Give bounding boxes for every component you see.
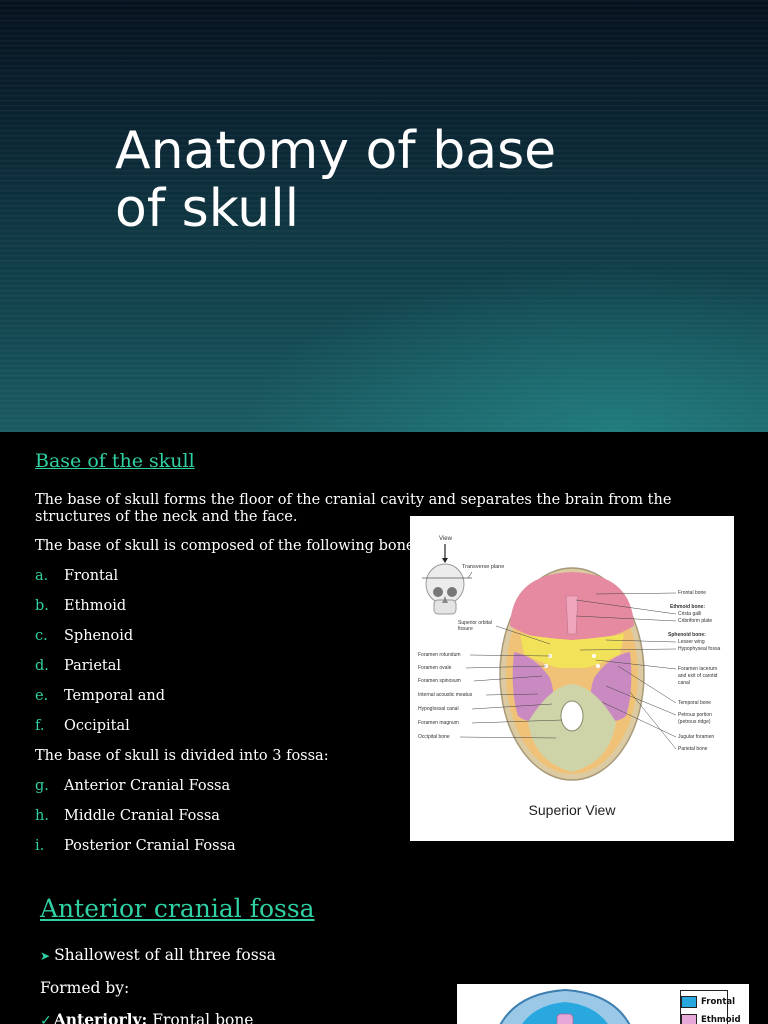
legend-item-ethmoid: Ethmoid bbox=[681, 1014, 741, 1024]
list-item: a. Frontal bbox=[35, 568, 165, 598]
label-hypoglossal-canal: Hypoglossal canal bbox=[418, 706, 459, 712]
label-parietal-bone: Parietal bone bbox=[678, 746, 708, 752]
label-lesser-wing: Lesser wing bbox=[678, 639, 705, 645]
list-marker: f. bbox=[35, 718, 45, 734]
bullet-text: Shallowest of all three fossa bbox=[54, 946, 276, 964]
skull-base-diagram: View Transverse plane bbox=[418, 536, 720, 818]
label-internal-acoustic-meatus: Internal acoustic meatus bbox=[418, 692, 473, 698]
list-marker: e. bbox=[35, 688, 49, 704]
list-text: Frontal bbox=[64, 568, 119, 584]
right-labels: Frontal bone Ethmoid bone: Crista galli … bbox=[668, 590, 720, 752]
formed-by-text: Formed by: bbox=[40, 979, 130, 997]
label-sphenoid-bone: Sphenoid bone: bbox=[668, 632, 706, 638]
legend-swatch bbox=[681, 1014, 697, 1024]
anterior-fossa-figure: Frontal Ethmoid bbox=[457, 984, 749, 1024]
list-item: b. Ethmoid bbox=[35, 598, 165, 628]
bones-list: a. Frontal b. Ethmoid c. Sphenoid d. Parieta… bbox=[35, 568, 165, 748]
list-item: h. Middle Cranial Fossa bbox=[35, 808, 236, 838]
title-line-1: Anatomy of base bbox=[115, 121, 557, 181]
list-marker: g. bbox=[35, 778, 49, 794]
right-leader-lines bbox=[575, 592, 677, 750]
anteriorly-line: ✓ Anteriorly: Frontal bone bbox=[40, 1010, 253, 1024]
anterior-fossa-diagram bbox=[499, 988, 631, 1024]
slide-heading: Base of the skull bbox=[35, 450, 195, 472]
list-marker: a. bbox=[35, 568, 49, 584]
formed-by-line: Formed by: bbox=[40, 979, 129, 997]
label-petrous-portion: Petrous portion bbox=[678, 712, 712, 718]
label-canal: canal bbox=[678, 680, 690, 686]
list-item: d. Parietal bbox=[35, 658, 165, 688]
list-item: e. Temporal and bbox=[35, 688, 165, 718]
skull-icon: View Transverse plane bbox=[422, 536, 504, 615]
label-foramen-spinosum: Foramen spinosum bbox=[418, 678, 461, 684]
figure-caption: Superior View bbox=[529, 802, 617, 818]
legend-box bbox=[680, 990, 728, 1024]
list-text: Parietal bbox=[64, 658, 122, 674]
anteriorly-text: Frontal bone bbox=[152, 1011, 254, 1024]
slide-title: Anatomy of base of skull bbox=[115, 122, 675, 238]
list-text: Middle Cranial Fossa bbox=[64, 808, 220, 824]
legend-label: Ethmoid bbox=[701, 1015, 741, 1024]
list-text: Anterior Cranial Fossa bbox=[64, 778, 231, 794]
label-ethmoid-bone: Ethmoid bone: bbox=[670, 604, 705, 610]
checkmark-bullet-icon: ✓ bbox=[40, 1013, 52, 1024]
arrow-bullet-icon: ➤ bbox=[40, 949, 51, 963]
label-frontal-bone: Frontal bone bbox=[678, 590, 706, 596]
label-foramen-ovale: Foramen ovale bbox=[418, 665, 452, 671]
view-label: View bbox=[439, 536, 453, 542]
list-text: Sphenoid bbox=[64, 628, 134, 644]
anteriorly-label: Anteriorly: bbox=[53, 1010, 148, 1024]
list-marker: h. bbox=[35, 808, 49, 824]
left-labels: Superior orbital fissure Foramen rotundu… bbox=[418, 620, 492, 740]
legend-swatch bbox=[681, 996, 697, 1008]
label-carotid-exit: and exit of carotid bbox=[678, 673, 718, 679]
label-jugular-foramen: Jugular foramen bbox=[678, 734, 714, 740]
title-slide: Anatomy of base of skull bbox=[0, 0, 768, 432]
list-text: Ethmoid bbox=[64, 598, 127, 614]
left-leader-lines bbox=[459, 625, 563, 739]
list-marker: b. bbox=[35, 598, 49, 614]
bullet-line: ➤ Shallowest of all three fossa bbox=[40, 946, 276, 964]
list-marker: i. bbox=[35, 838, 45, 854]
list-text: Temporal and bbox=[64, 688, 165, 704]
list-item: i. Posterior Cranial Fossa bbox=[35, 838, 236, 868]
label-superior-orbital: Superior orbital bbox=[458, 620, 492, 626]
list-marker: c. bbox=[35, 628, 48, 644]
list-item: c. Sphenoid bbox=[35, 628, 165, 658]
label-occipital-bone: Occipital bone bbox=[418, 734, 450, 740]
list-marker: d. bbox=[35, 658, 49, 674]
list-item: f. Occipital bbox=[35, 718, 165, 748]
title-line-2: of skull bbox=[115, 179, 300, 239]
fossa-list: g. Anterior Cranial Fossa h. Middle Crania… bbox=[35, 778, 236, 868]
legend-item-frontal: Frontal bbox=[681, 996, 735, 1008]
bones-intro: The base of skull is composed of the fol… bbox=[35, 538, 415, 554]
label-hypophyseal-fossa: Hypophyseal fossa bbox=[678, 646, 720, 652]
label-fissure: fissure bbox=[458, 626, 473, 632]
intro-paragraph: The base of skull forms the floor of the… bbox=[35, 492, 672, 525]
skull-base-illustration bbox=[499, 567, 645, 781]
skull-base-figure: View Transverse plane bbox=[410, 516, 734, 841]
list-text: Occipital bbox=[64, 718, 130, 734]
list-item: g. Anterior Cranial Fossa bbox=[35, 778, 236, 808]
base-of-skull-slide: Base of the skull The base of skull form… bbox=[0, 434, 768, 864]
label-temporal-bone: Temporal bone bbox=[678, 700, 711, 706]
anterior-cranial-fossa-slide: Anterior cranial fossa ➤ Shallowest of a… bbox=[0, 866, 768, 1024]
plane-label: Transverse plane bbox=[462, 564, 504, 570]
legend-label: Frontal bbox=[701, 997, 736, 1007]
label-crista-galli: Crista galli bbox=[678, 611, 701, 617]
label-foramen-rotundum: Foramen rotundum bbox=[418, 652, 461, 658]
list-text: Posterior Cranial Fossa bbox=[64, 838, 236, 854]
fossa-intro: The base of skull is divided into 3 foss… bbox=[35, 748, 329, 764]
label-petrous-ridge: (petrous ridge) bbox=[678, 719, 711, 725]
label-foramen-lacerum: Foramen lacerum bbox=[678, 666, 717, 672]
slide-heading: Anterior cranial fossa bbox=[40, 894, 315, 923]
label-cribriform-plate: Cribriform plate bbox=[678, 618, 712, 624]
label-foramen-magnum: Foramen magnum bbox=[418, 720, 459, 726]
